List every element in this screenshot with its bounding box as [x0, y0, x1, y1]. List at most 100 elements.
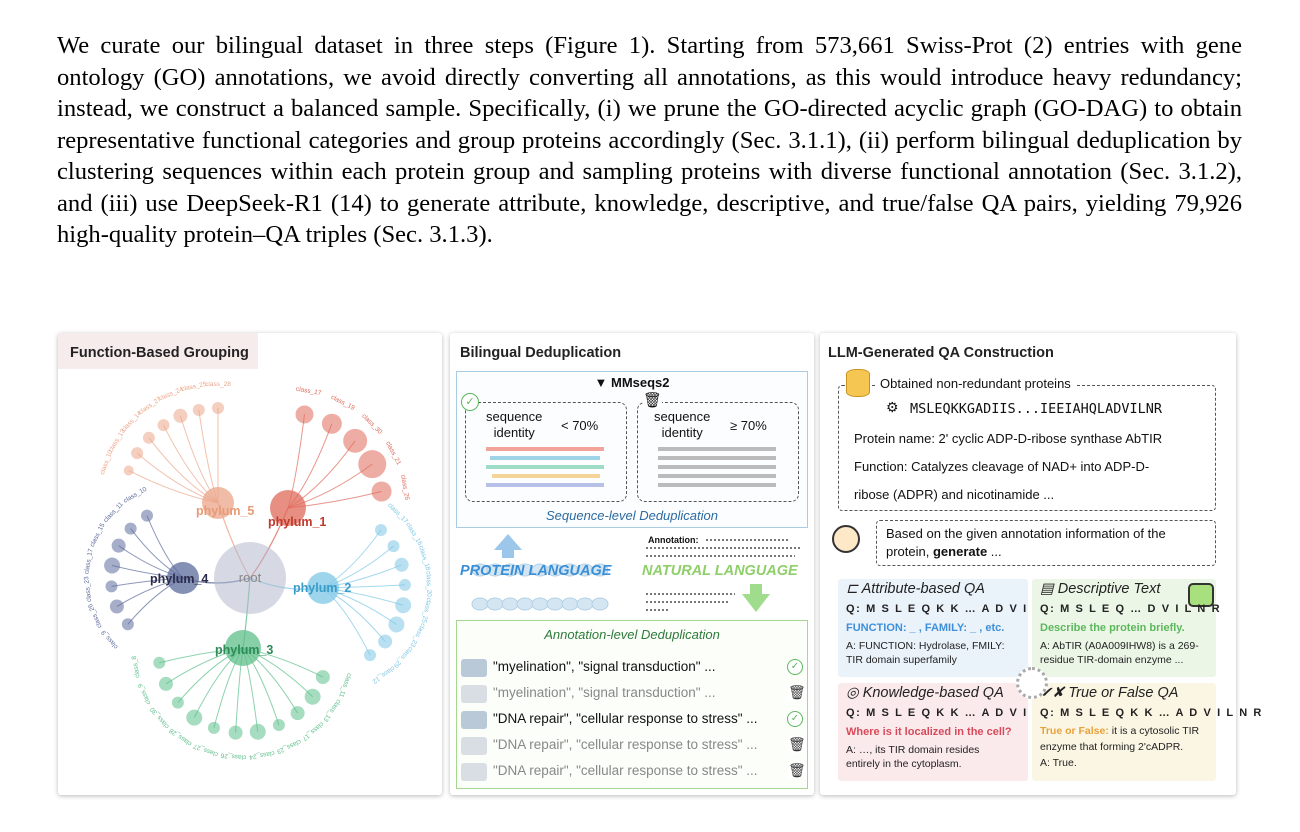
seq-bar: [658, 456, 776, 460]
class-node: [142, 431, 155, 444]
obtained-label: Obtained non-redundant proteins: [876, 376, 1075, 391]
go-tree-diagram: class_17class_19class_30class_21class_26…: [83, 381, 432, 761]
attribute-qa-answer-2: TIR domain superfamily: [846, 654, 957, 666]
seq-bar: [658, 447, 776, 451]
descriptive-qa-answer-2: residue TIR-domain enzyme ...: [1040, 654, 1184, 666]
class-label: class_28: [168, 726, 193, 747]
attribute-qa-answer-1: A: FUNCTION: Hydrolase, FMILY:: [846, 640, 1005, 652]
knowledge-qa-prompt: Where is it localized in the cell?: [846, 726, 1012, 738]
seq-bar: [658, 465, 776, 469]
class-node: [109, 599, 124, 614]
database-icon: [846, 369, 870, 397]
descriptive-qa-prompt: Describe the protein briefly.: [1040, 622, 1185, 634]
prompt-line2-start: protein,: [886, 544, 933, 559]
mmseqs-tool-name: MMseqs2: [610, 375, 670, 390]
annotation-row: "DNA repair", "cellular response to stre…: [461, 709, 803, 731]
class-node: [105, 580, 118, 593]
class-label: class_17: [386, 502, 409, 525]
class-node: [131, 447, 144, 460]
knowledge-qa-answer-1: A: …, its TIR domain resides: [846, 744, 980, 756]
true-false-qa-title-text: True or False QA: [1068, 685, 1179, 701]
descriptive-qa-title: ▤ Descriptive Text: [1040, 581, 1160, 597]
body-paragraph: We curate our bilingual dataset in three…: [57, 32, 1242, 248]
class-label: class_21: [384, 440, 402, 466]
phylum-node: [307, 572, 339, 604]
class-node: [212, 402, 224, 414]
annotation-row: "myelination", "signal transduction" ...…: [461, 683, 806, 705]
class-node: [249, 723, 266, 740]
panel2-title: Bilingual Deduplication: [460, 345, 622, 361]
class-node: [374, 524, 387, 537]
class-label: class_12: [371, 664, 396, 685]
class-label: class_9: [100, 628, 120, 650]
class-label: class_10: [122, 486, 148, 505]
annotation-dedup-box: Annotation-level Deduplication "myelinat…: [456, 620, 808, 789]
class-node: [228, 725, 243, 740]
class-label: class_23: [275, 738, 302, 755]
check-icon: ✓: [787, 711, 803, 727]
class-node: [388, 616, 405, 633]
class-node: [295, 405, 314, 424]
brain-icon: ◎: [846, 685, 863, 701]
class-label: class_17: [83, 548, 94, 575]
panel3-title: LLM-Generated QA Construction: [828, 345, 1054, 361]
check-icon: ✓: [787, 659, 803, 675]
class-node: [395, 597, 412, 614]
true-false-qa-prompt: True or False:: [1040, 725, 1109, 737]
attribute-qa-title: ⊏ Attribute-based QA: [846, 581, 985, 597]
class-label: class_28: [205, 381, 231, 388]
class-label: class_11: [102, 501, 125, 524]
annotation-label: Annotation:: [648, 535, 699, 545]
class-label: class_25: [181, 381, 208, 393]
class-label: class_26: [87, 602, 104, 629]
annotation-row: "DNA repair", "cellular response to stre…: [461, 735, 806, 757]
class-node: [398, 578, 411, 591]
document-icon: ▤: [1040, 581, 1058, 597]
sequence-dedup-box: ▼ MMseqs2 sequence identity < 70% ✓ sequ…: [456, 371, 808, 528]
class-node: [158, 676, 173, 691]
seq-bar: [486, 465, 604, 469]
prompt-box: [876, 520, 1216, 566]
knowledge-qa-question: Q: M S L E Q K K … A D V I L N R: [846, 707, 1069, 719]
class-node: [321, 413, 342, 434]
class-node: [171, 696, 184, 709]
class-node: [315, 670, 330, 685]
protein-helix: [471, 563, 609, 611]
phylum-node: [202, 487, 234, 519]
descriptive-qa-answer-1: A: AbTIR (A0A009IHW8) is a 269-: [1040, 640, 1199, 652]
seq-bar: [658, 474, 776, 478]
right-identity-label: sequence identity: [654, 409, 711, 440]
class-label: class_24: [248, 749, 275, 760]
filter-icon: ▼: [594, 375, 608, 390]
class-node: [387, 540, 400, 553]
true-false-qa-title: ✔✘ True or False QA: [1040, 685, 1178, 701]
class-node: [153, 656, 166, 669]
class-label: class_20: [424, 571, 432, 597]
true-false-qa-prompt-rest: it is a cytosolic TIR: [1108, 725, 1200, 737]
attribute-qa-question: Q: M S L E Q K K … A D V I L N R: [846, 603, 1069, 615]
annot-level-label: Annotation-level Deduplication: [544, 627, 720, 642]
root-node: [214, 542, 286, 614]
prompt-generate-word: generate: [932, 544, 988, 559]
class-node: [304, 688, 321, 705]
attribute-qa-title-text: Attribute-based QA: [861, 581, 985, 597]
prompt-line2-end: ...: [987, 544, 1002, 559]
class-node: [141, 509, 153, 522]
annotation-text: "myelination", "signal transduction" ...: [493, 659, 716, 674]
protein-sequence: MSLEQKKGADIIS...IEEIAHQLADVILNR: [910, 401, 1162, 417]
class-node: [371, 481, 392, 502]
seq-bar: [486, 447, 604, 451]
descriptive-qa-title-text: Descriptive Text: [1057, 581, 1161, 597]
annotation-row: "myelination", "signal transduction" ...…: [461, 657, 803, 679]
mmseqs-label: ▼ MMseqs2: [457, 375, 807, 390]
descriptive-qa-question: Q: M S L E Q … D V I L N R: [1040, 603, 1222, 615]
phylum-label: phylum_5: [196, 504, 254, 518]
root-label: root: [239, 570, 262, 585]
class-node: [358, 450, 387, 479]
class-node: [192, 403, 205, 416]
trash-icon: 🗑: [643, 392, 663, 409]
class-label: class_15: [89, 522, 107, 548]
user-face-icon: [832, 525, 860, 553]
class-label: class_13: [321, 698, 342, 723]
class-node: [364, 649, 377, 662]
